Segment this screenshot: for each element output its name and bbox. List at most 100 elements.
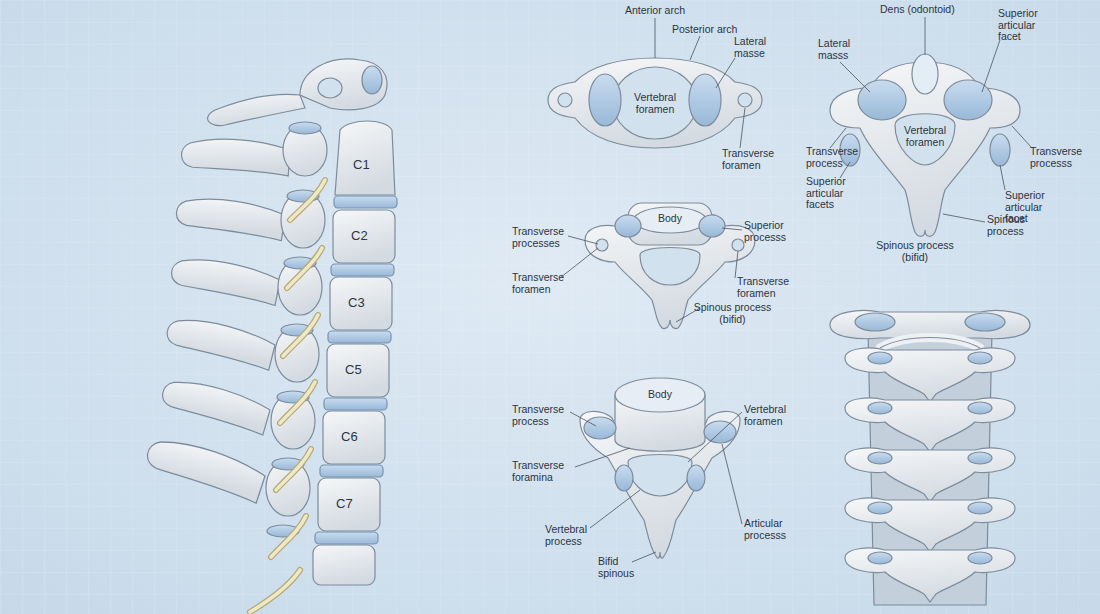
spinal-nerves-part-part: [271, 516, 306, 557]
anatomy-label: Vertebral process: [545, 524, 600, 547]
atlas-lateral-part: [362, 66, 382, 94]
vertebral-bodies: [313, 121, 395, 585]
lower-vertebra-part: [615, 378, 705, 412]
lower-vertebra-part: [628, 455, 692, 497]
atlas-lateral-part: [318, 78, 342, 98]
anatomy-label: Transverse foramina: [512, 460, 572, 483]
lower-vertebra-part: [584, 417, 616, 439]
anatomy-label: Posterior arch: [672, 24, 752, 36]
vertebra-level-label: C5: [345, 363, 375, 377]
vertebra-level-label: C6: [341, 430, 371, 444]
anatomy-label: Superior articular facet: [998, 8, 1058, 43]
anatomy-label: Vertebral foramen: [890, 125, 960, 148]
posterior-view-part-part: [845, 398, 1015, 452]
anatomy-label: Spinous process (bifid): [870, 240, 960, 263]
intervertebral-discs-part: [315, 532, 378, 544]
posterior-view-part-part: [968, 452, 992, 464]
intervertebral-discs-part: [334, 196, 397, 208]
spinal-nerves-part-part: [283, 315, 318, 356]
leader-lines-part: [982, 40, 1000, 92]
leader-lines-part: [590, 490, 640, 528]
atlas-lateral-part: [208, 94, 305, 125]
intervertebral-discs-part: [331, 264, 394, 276]
atlas-lateral: [208, 59, 387, 126]
spinal-nerves-part-part: [271, 516, 306, 557]
anatomy-label: Transverse processes: [512, 226, 572, 249]
anatomy-label: Transverse foramen: [512, 272, 572, 295]
atlas-superior-view-part: [738, 93, 752, 107]
articular-facets-part: [289, 122, 321, 134]
axis-superior-view: [830, 54, 1020, 236]
atlas-superior-view-part: [589, 74, 621, 126]
leader-lines-part: [690, 36, 700, 60]
spinal-nerves-part-part: [276, 449, 311, 490]
lateral-spine: [143, 59, 397, 612]
posterior-view-part-part: [845, 548, 1015, 602]
atlas-superior-view-part: [689, 74, 721, 126]
posterior-view: [830, 311, 1030, 605]
anatomy-label: Spinous process: [987, 214, 1042, 237]
posterior-view-part: [880, 338, 980, 349]
spinal-nerves: [250, 180, 325, 612]
spinous-processes-part: [181, 136, 291, 176]
leader-lines-part: [722, 228, 742, 230]
leader-lines-part: [740, 108, 745, 148]
vertebral-bodies-part: [335, 121, 395, 195]
articular-facets: [267, 122, 321, 537]
typical-vertebra-part: [615, 215, 641, 237]
posterior-view-part-part: [968, 552, 992, 564]
spinal-nerves-part-part: [290, 180, 325, 220]
spinal-nerves-part: [250, 180, 325, 612]
leader-lines-part: [925, 17, 926, 55]
anatomy-label: Lateral masse: [734, 36, 784, 59]
anatomy-label: Bifid spinous: [598, 556, 643, 579]
atlas-lateral-part: [300, 59, 387, 110]
anatomy-label: Transverse process: [806, 146, 866, 169]
vertebral-bodies-part: [313, 545, 375, 585]
intervertebral-discs: [315, 196, 397, 544]
spinal-nerves-part-part: [276, 449, 311, 490]
spinous-processes-part: [159, 374, 272, 435]
spinous-processes-part: [169, 253, 281, 306]
posterior-view-part-part: [968, 502, 992, 514]
leader-lines-part: [575, 448, 630, 467]
posterior-view-part-part: [868, 402, 892, 414]
leader-lines: [560, 17, 1032, 562]
anatomy-label: Articular processs: [744, 518, 804, 541]
spinal-nerves-part-part: [280, 382, 315, 423]
posterior-view-part: [845, 348, 1015, 602]
leader-lines-part: [716, 58, 735, 88]
vertebra-level-label: C7: [336, 497, 366, 511]
vertebral-bodies-part: [333, 210, 395, 263]
anatomy-label: Body: [640, 389, 680, 401]
posterior-view-part-part: [845, 348, 1015, 402]
anatomy-label: Vertebral foramen: [620, 92, 690, 115]
anatomy-label: Transverse process: [512, 404, 572, 427]
spinal-nerves-part-part: [287, 248, 322, 288]
posterior-view-part: [965, 313, 1005, 331]
articular-pillars: [266, 124, 327, 516]
anatomy-label: Spinous process (bifid): [690, 302, 775, 325]
leader-lines-part: [735, 251, 738, 278]
posterior-view-part-part: [845, 498, 1015, 552]
leader-lines-part: [943, 214, 985, 222]
leader-lines-part: [840, 62, 870, 92]
spinous-processes-part: [164, 312, 277, 370]
spinous-processes-part: [175, 193, 286, 240]
spinous-processes-part: [143, 432, 267, 503]
leader-lines-part: [830, 128, 846, 148]
typical-vertebra-part: [634, 207, 706, 233]
axis-superior-view-part: [944, 80, 992, 120]
typical-vertebra-part: [640, 248, 700, 286]
anatomy-label: Lateral masss: [818, 38, 863, 61]
vertebra-level-label: C2: [351, 229, 381, 243]
anatomy-label: Superior processs: [744, 220, 804, 243]
atlas-superior-view: [548, 58, 762, 148]
posterior-view-part: [880, 338, 980, 349]
leader-lines-part: [1000, 165, 1005, 190]
axis-superior-view-part: [858, 80, 906, 120]
intervertebral-discs-part: [320, 465, 383, 477]
